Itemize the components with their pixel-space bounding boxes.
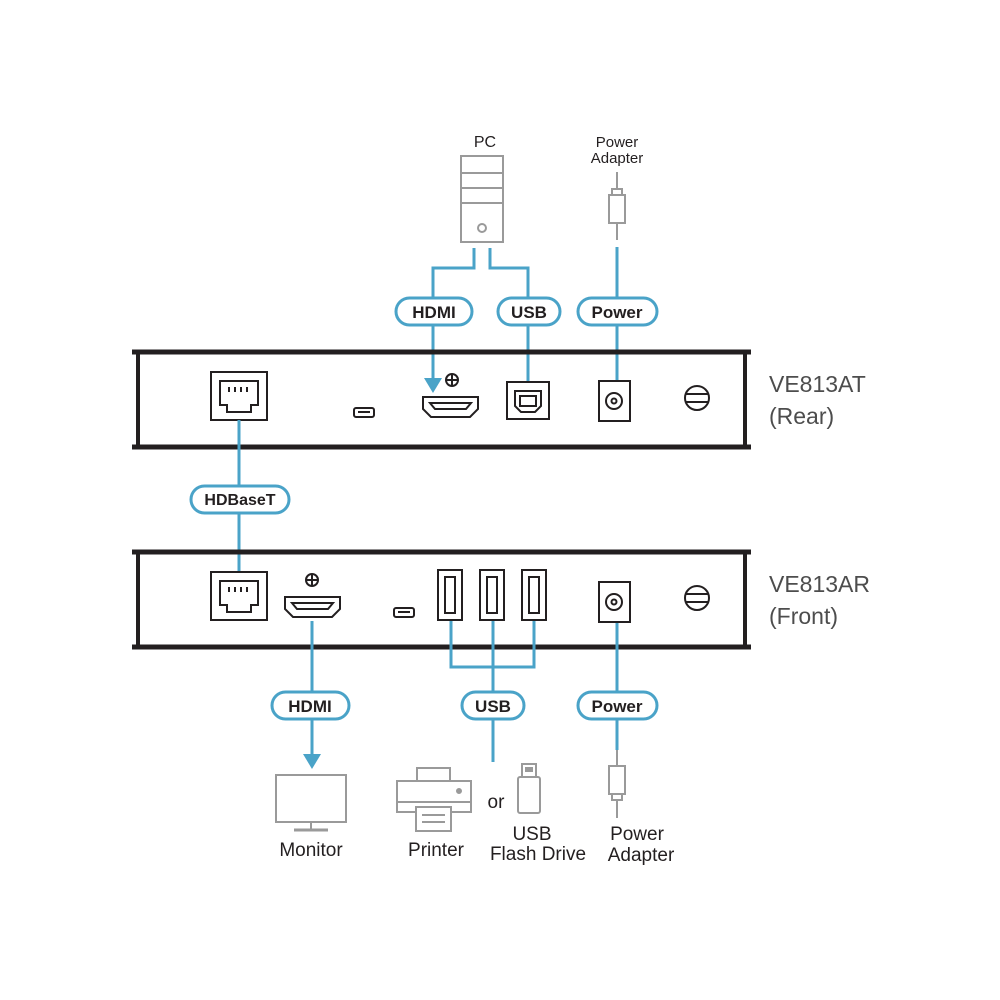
top-power-pill: Power (576, 296, 659, 327)
usb-b-port (506, 381, 550, 420)
svg-text:HDBaseT: HDBaseT (204, 492, 275, 509)
top-power-adapter-label-line2: Adapter (591, 150, 644, 167)
screw-icon (445, 373, 459, 387)
dc-power-jack (598, 380, 631, 422)
top-usb-pill: USB (496, 296, 562, 327)
monitor-icon (275, 774, 347, 832)
receiver-model: VE813AR (769, 571, 870, 597)
receiver-side: (Front) (769, 603, 838, 629)
bottom-hdmi-pill: HDMI (270, 690, 351, 721)
hdmi-arrow-head (303, 754, 321, 769)
power-plug-icon (608, 172, 626, 240)
top-hdmi-pill: HDMI (394, 296, 474, 327)
rj45-port (210, 371, 268, 421)
svg-text:USB: USB (511, 303, 547, 322)
flash-drive-label-line1: USB (512, 824, 551, 845)
micro-usb-port (393, 607, 415, 618)
printer-label: Printer (408, 840, 465, 861)
or-label: or (488, 792, 506, 813)
power-plug-icon (608, 750, 626, 818)
ground-screw (684, 585, 710, 611)
pc-tower-icon (460, 155, 504, 243)
monitor-label: Monitor (279, 840, 343, 861)
screw-icon (305, 573, 319, 587)
printer-icon (396, 767, 472, 832)
bottom-power-adapter-label-line1: Power (610, 824, 665, 845)
usb-a-port (437, 569, 463, 621)
rj45-port (210, 571, 268, 621)
transmitter-device (132, 349, 751, 450)
bottom-usb-pill: USB (460, 690, 526, 721)
svg-text:HDMI: HDMI (288, 697, 331, 716)
hdmi-port (284, 596, 341, 618)
transmitter-side: (Rear) (769, 403, 834, 429)
svg-text:Power: Power (591, 303, 642, 322)
receiver-device (132, 549, 751, 650)
usb-flash-drive-icon (517, 763, 541, 814)
svg-text:HDMI: HDMI (412, 303, 455, 322)
svg-text:Power: Power (591, 697, 642, 716)
bottom-power-pill: Power (576, 690, 659, 721)
micro-usb-port (353, 407, 375, 418)
flash-drive-label-line2: Flash Drive (490, 844, 586, 865)
top-power-adapter-label-line1: Power (596, 134, 639, 151)
transmitter-model: VE813AT (769, 371, 866, 397)
usb-a-port (521, 569, 547, 621)
bottom-power-adapter-label-line2: Adapter (608, 845, 675, 866)
hdmi-arrow-head (424, 378, 442, 393)
hdbaset-pill: HDBaseT (189, 484, 291, 515)
dc-power-jack (598, 581, 631, 623)
usb-a-port (479, 569, 505, 621)
svg-text:USB: USB (475, 697, 511, 716)
hdmi-port (422, 396, 479, 418)
ground-screw (684, 385, 710, 411)
bottom-cables (310, 621, 619, 762)
pc-label: PC (474, 134, 496, 151)
